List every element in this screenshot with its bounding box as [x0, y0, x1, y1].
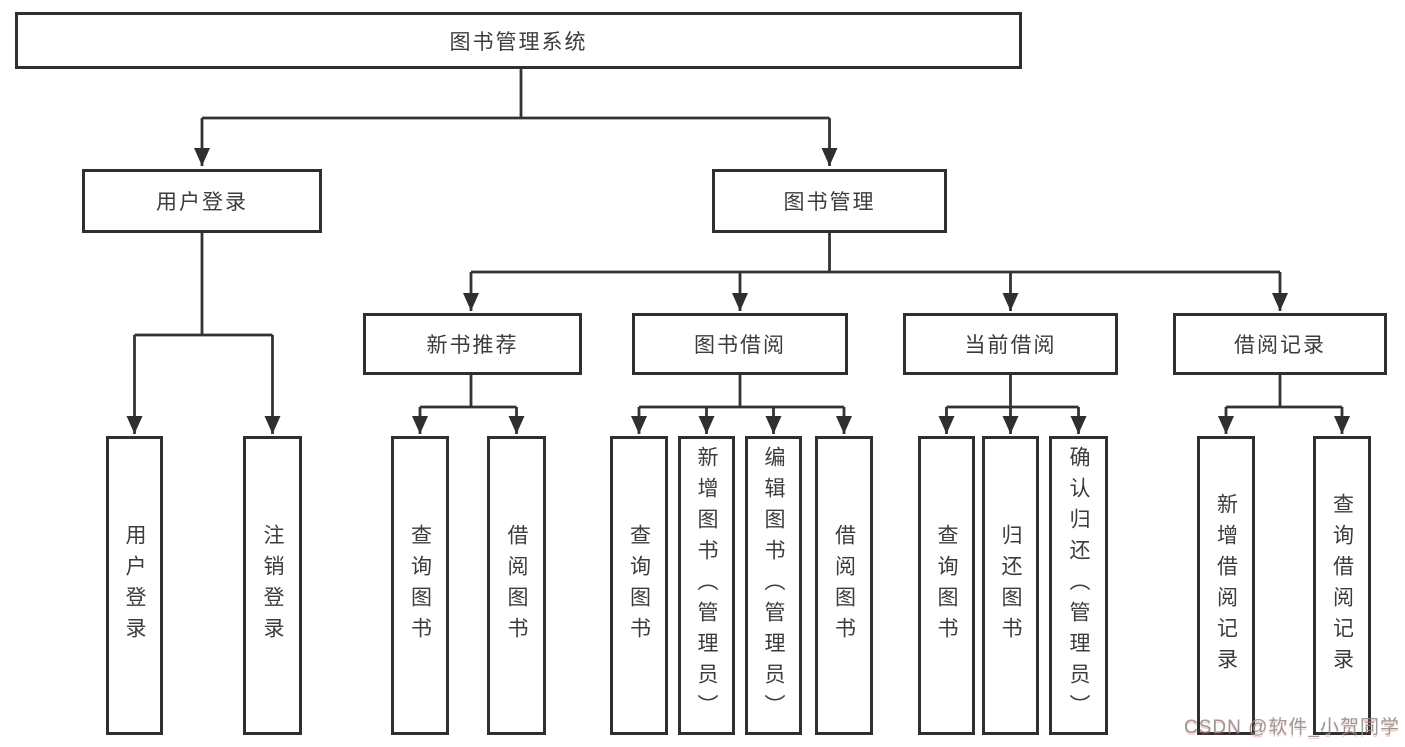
leaf-add-borrow-record: 新增借阅记录 [1197, 436, 1255, 735]
node-label: 借阅记录 [1234, 334, 1326, 357]
node-label: 查询图书 [408, 523, 432, 648]
node-label: 借阅图书 [832, 523, 856, 648]
node-label: 借阅图书 [505, 523, 528, 648]
node-label: 新增图书（管理员） [695, 446, 718, 725]
node-new-book-recommend: 新书推荐 [363, 313, 582, 375]
node-label: 用户登录 [123, 523, 146, 648]
node-label: 注销登录 [261, 523, 284, 648]
node-label: 编辑图书（管理员） [762, 446, 785, 725]
node-borrowing-records: 借阅记录 [1173, 313, 1387, 375]
leaf-query-books-current: 查询图书 [918, 436, 975, 735]
node-label: 归还图书 [999, 523, 1022, 648]
csdn-watermark: CSDN @软件_小贺同学 [1184, 717, 1400, 738]
node-book-borrowing: 图书借阅 [632, 313, 848, 375]
leaf-logout: 注销登录 [243, 436, 302, 735]
node-user-login: 用户登录 [82, 169, 322, 233]
leaf-user-login: 用户登录 [106, 436, 163, 735]
leaf-borrow-books-recommend: 借阅图书 [487, 436, 546, 735]
node-current-borrowing: 当前借阅 [903, 313, 1118, 375]
node-book-management: 图书管理 [712, 169, 947, 233]
node-label: 图书借阅 [694, 334, 786, 357]
node-label: 图书管理系统 [449, 30, 588, 54]
node-label: 新书推荐 [426, 334, 519, 357]
leaf-query-books-recommend: 查询图书 [391, 436, 449, 735]
leaf-query-borrow-record: 查询借阅记录 [1313, 436, 1371, 735]
node-label: 查询图书 [627, 523, 651, 648]
node-root: 图书管理系统 [15, 12, 1022, 69]
leaf-query-books-borrowing: 查询图书 [610, 436, 668, 735]
leaf-confirm-return-admin: 确认归还（管理员） [1049, 436, 1108, 735]
leaf-add-book-admin: 新增图书（管理员） [678, 436, 735, 735]
leaf-return-books: 归还图书 [982, 436, 1039, 735]
node-label: 用户登录 [156, 191, 248, 214]
leaf-edit-book-admin: 编辑图书（管理员） [745, 436, 802, 735]
node-label: 查询图书 [935, 523, 958, 648]
node-label: 当前借阅 [964, 334, 1057, 357]
node-label: 确认归还（管理员） [1067, 446, 1090, 725]
node-label: 图书管理 [783, 191, 876, 214]
node-label: 查询借阅记录 [1330, 492, 1354, 679]
node-label: 新增借阅记录 [1214, 492, 1238, 679]
leaf-borrow-books-borrowing: 借阅图书 [815, 436, 873, 735]
